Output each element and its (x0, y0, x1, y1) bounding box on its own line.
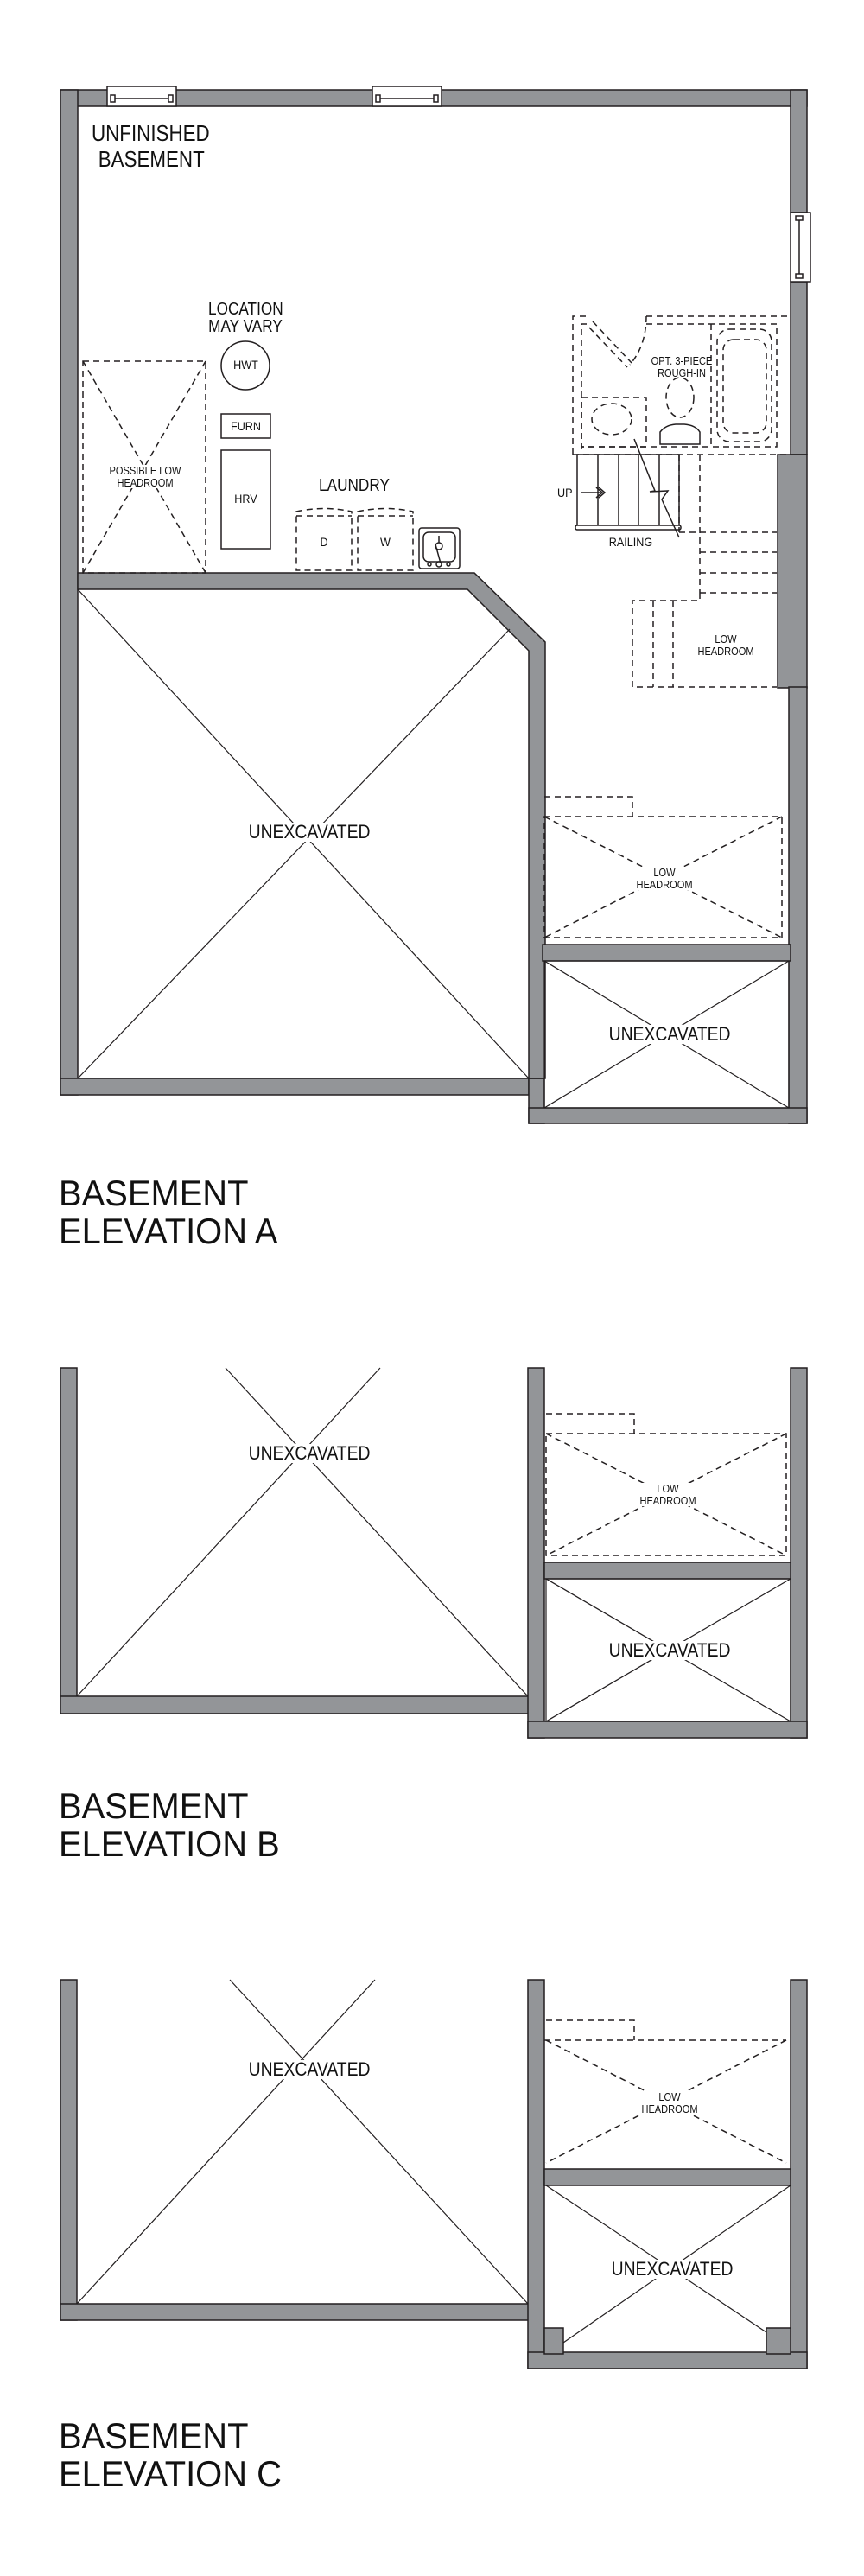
exterior-walls (60, 89, 808, 1124)
furnace-icon (220, 413, 271, 439)
label-line1: LOW (658, 2090, 681, 2103)
title-line1: BASEMENT (59, 1785, 249, 1826)
label-line1: LOW (653, 866, 676, 879)
room-title-line2: BASEMENT (98, 145, 205, 172)
elevation-a-title: BASEMENT ELEVATION A (59, 1174, 278, 1250)
dryer-label: D (320, 535, 328, 549)
elevation-b-unexcavated-main-label: UNEXCAVATED (246, 1442, 372, 1464)
stair-up-label: UP (556, 486, 573, 499)
room-title-unfinished-basement: UNFINISHED BASEMENT (92, 120, 210, 173)
elevation-b-plan (60, 1367, 808, 1739)
hrv-label: HRV (234, 492, 257, 506)
title-line2: ELEVATION B (59, 1823, 280, 1864)
railing-label: RAILING (608, 535, 653, 549)
window-top-left (106, 86, 177, 107)
title-line1: BASEMENT (59, 2415, 249, 2456)
elevation-b-unexcavated-small-label: UNEXCAVATED (607, 1639, 733, 1661)
hwt-label: HWT (233, 358, 258, 372)
laundry-sink-icon (418, 527, 461, 569)
staircase (575, 438, 682, 538)
note-line1: LOCATION (208, 300, 283, 319)
label-line2: HEADROOM (697, 644, 754, 658)
elevation-c-title: BASEMENT ELEVATION C (59, 2417, 282, 2493)
laundry-label: LAUNDRY (319, 476, 390, 495)
window-right (790, 212, 811, 283)
bathroom-rough-in-label: OPT. 3-PIECE ROUGH-IN (649, 355, 715, 378)
low-headroom-upper-label: LOW HEADROOM (696, 633, 755, 657)
elevation-b-low-headroom-label: LOW HEADROOM (637, 1482, 699, 1507)
label-line2: ROUGH-IN (658, 366, 706, 379)
elevation-c-unexcavated-small-label: UNEXCAVATED (609, 2258, 735, 2280)
elevation-c-low-headroom-label: LOW HEADROOM (638, 2090, 701, 2115)
label-line2: HEADROOM (641, 2102, 698, 2115)
elevation-b-title: BASEMENT ELEVATION B (59, 1787, 280, 1863)
hrv-icon (220, 449, 271, 550)
toilet-tank (659, 423, 701, 445)
label-line1: LOW (715, 633, 737, 646)
laundry-appliances (295, 507, 414, 571)
label-line2: HEADROOM (639, 1493, 696, 1507)
bathroom-rough-in (572, 315, 789, 455)
low-headroom-lower-label: LOW HEADROOM (633, 866, 696, 891)
title-line2: ELEVATION A (59, 1211, 278, 1251)
label-line1: POSSIBLE LOW (109, 464, 181, 477)
note-line2: MAY VARY (208, 317, 283, 336)
possible-low-headroom-label: POSSIBLE LOW HEADROOM (106, 464, 184, 489)
unexcavated-small-label: UNEXCAVATED (607, 1023, 733, 1045)
label-line1: OPT. 3-PIECE (651, 354, 713, 367)
low-headroom-lower-zone (543, 796, 783, 938)
room-title-line1: UNFINISHED (92, 120, 210, 146)
hwt-icon (220, 340, 270, 391)
possible-low-headroom-zone (82, 360, 206, 574)
elevation-a-plan (60, 86, 811, 1124)
washer-label: W (380, 535, 391, 549)
mechanical-location-note: LOCATION MAY VARY (208, 301, 283, 335)
elevation-c-plan (60, 1979, 808, 2369)
stair-landing-dashed (632, 455, 777, 688)
window-top-middle (372, 86, 442, 107)
label-line1: LOW (657, 1482, 679, 1495)
label-line2: HEADROOM (636, 877, 693, 891)
title-line2: ELEVATION C (59, 2453, 282, 2494)
elevation-c-unexcavated-main-label: UNEXCAVATED (246, 2058, 372, 2080)
title-line1: BASEMENT (59, 1173, 249, 1213)
furnace-label: FURN (230, 419, 261, 433)
label-line2: HEADROOM (117, 475, 174, 489)
unexcavated-main-label: UNEXCAVATED (246, 821, 372, 843)
